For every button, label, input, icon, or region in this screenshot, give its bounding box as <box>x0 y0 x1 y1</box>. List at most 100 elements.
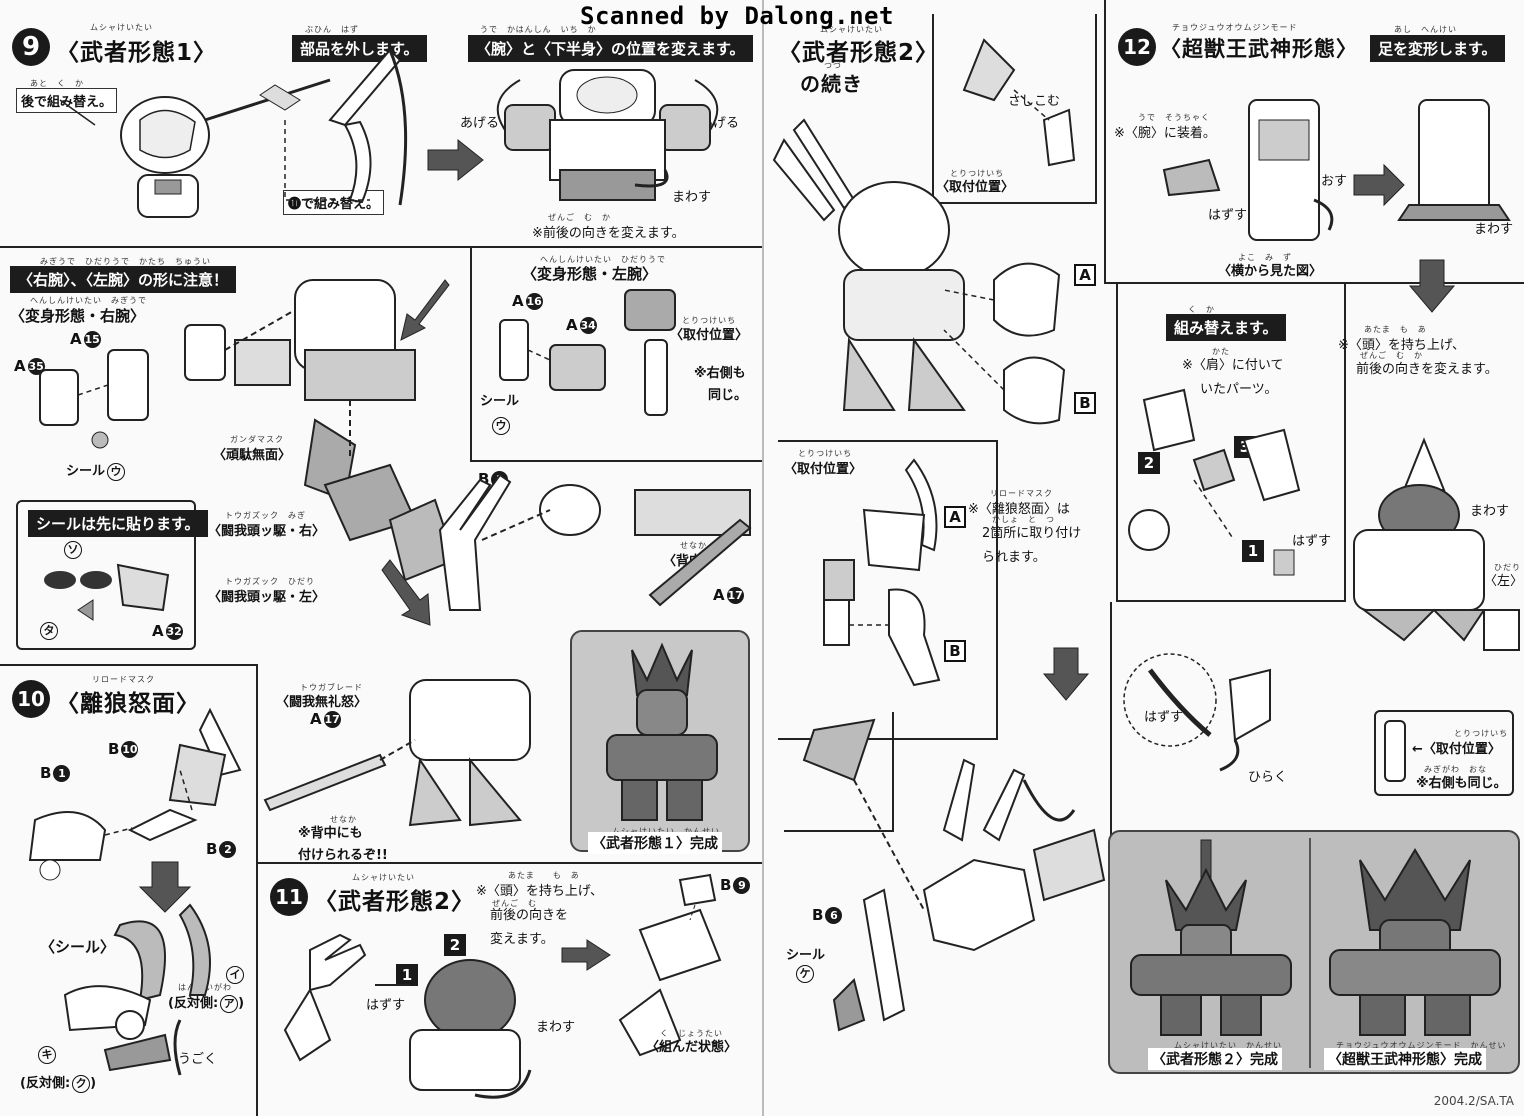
reload-note-1: ※〈離狼怒面〉は <box>968 502 1070 517</box>
back-note-ruby: せなか <box>330 815 357 824</box>
front-back-ruby: ぜんご む か <box>548 213 611 222</box>
remove-parts-tag: 部品を外します。 <box>292 35 427 62</box>
back-note-2: 付けられるぞ!! <box>298 848 388 863</box>
seal-first-panel <box>16 500 196 650</box>
right-same-12-ruby: みぎがわ おな <box>1424 765 1487 774</box>
mount1-ruby: とりつけいち <box>950 169 1005 178</box>
complete-mode2-label: 〈武者形態２〉完成 <box>1148 1048 1282 1070</box>
step-11-panel <box>258 862 762 1116</box>
head-note-line-2: 前後の向きを <box>490 908 569 923</box>
torso-rotation-illustration <box>496 69 719 201</box>
body-assembly-illustration <box>184 279 457 582</box>
horn-detail-panel <box>784 712 894 832</box>
arm-attach-note: ※〈腕〉に装着。 <box>1114 126 1216 141</box>
step-10-number: 10 <box>12 680 50 718</box>
left-page: 9 ムシャけいたい 〈武者形態1〉 ぶひん はず 部品を外します。 あと く か… <box>0 0 762 1116</box>
seal-i-label: イ <box>224 966 244 984</box>
transform-right-ruby: へんしんけいたい みぎうで <box>30 296 147 305</box>
reference-b-box-2: B <box>944 640 966 662</box>
step-11-number: 11 <box>270 878 308 916</box>
mount-position-12: ←〈取付位置〉 <box>1412 742 1501 757</box>
step-12-title: 〈超獣王武神形態〉 <box>1160 37 1358 61</box>
change-arms-legs-tag: 〈腕〉と〈下半身〉の位置を変えます。 <box>468 35 753 62</box>
recombine-later-note: 後で組み替え。 <box>16 88 118 113</box>
head-note-12-ruby: あたま も あ <box>1364 325 1427 334</box>
reference-a-box-2: A <box>944 506 966 528</box>
mount2-ruby: とりつけいち <box>798 449 853 458</box>
shoulder-recombine-illustration <box>618 873 722 1057</box>
togazuku-right: 〈闘我頭ッ駆・右〉 <box>208 524 326 539</box>
step-11-title: 〈武者形態2〉 <box>314 889 476 915</box>
mount-position-2: 〈取付位置〉 <box>784 462 863 477</box>
togazuku-l-ruby: トウガズック ひだり <box>225 577 315 586</box>
step-12-number: 12 <box>1118 28 1156 66</box>
scan-credit: Scanned by Dalong.net <box>580 2 894 30</box>
complete-beast-mode-label: 〈超獣王武神形態〉完成 <box>1324 1048 1486 1070</box>
done3-ruby: チョウジュウオウムジンモード かんせい <box>1336 1041 1507 1050</box>
transform-left-ruby: へんしんけいたい ひだりうで <box>540 255 666 264</box>
small-arm-icon <box>1384 720 1406 782</box>
cont-subtitle-ruby: つづ <box>824 61 842 70</box>
arms-banner: 〈右腕〉、〈左腕〉の形に注意！ <box>10 266 237 293</box>
transform-left-arm: 〈変身形態・左腕〉 <box>522 265 658 283</box>
step-9-ruby: ムシャけいたい <box>90 23 153 32</box>
reference-b-box: B <box>1074 392 1096 414</box>
right-arrow-icon <box>561 939 611 971</box>
seal-ki-label: キ <box>36 1046 56 1064</box>
back-ruby: せなか <box>680 541 707 550</box>
down-arrow-icon-2 <box>138 861 192 913</box>
head-note-ruby: あたま も あ <box>508 871 580 880</box>
insert-label: さしこむ <box>1008 94 1061 109</box>
reload-note-2: 2箇所に取り付け <box>982 526 1082 541</box>
turn-label-12b: まわす <box>1470 504 1510 519</box>
blade-label: 〈闘我無礼怒〉 <box>276 695 368 710</box>
leg-transform-illustration <box>1162 99 1511 241</box>
remove-label-12b: はずす <box>1292 534 1332 549</box>
step-2-box-12: 2 <box>1138 452 1160 474</box>
reload-mask-parts-illustration <box>28 707 242 881</box>
head-note-line-1: ※〈頭〉を持ち上げ、 <box>476 884 603 899</box>
head-removal-illustration <box>59 48 408 218</box>
step-12-panel <box>1104 0 1524 284</box>
complete-mode1-label: 〈武者形態１〉完成 <box>588 832 722 854</box>
gundam-mask-label: 〈頑駄無面〉 <box>213 448 292 463</box>
mount-position-1: 〈取付位置〉 <box>936 180 1015 195</box>
remove-label-12: はずす <box>1208 208 1248 223</box>
lift-label-left: あげる <box>460 116 500 131</box>
done2-ruby: ムシャけいたい かんせい <box>1174 1041 1282 1050</box>
opposite-a: (反対側:ア) <box>168 995 245 1013</box>
right-same-12: ※右側も同じ。 <box>1416 776 1507 791</box>
reload-note-3: られます。 <box>982 550 1046 565</box>
reload-note-2-ruby: かしょ と つ <box>992 515 1055 524</box>
completed-beast-mode-illustration <box>1329 848 1501 1036</box>
transform-right-arm: 〈変身形態・右腕〉 <box>10 307 146 325</box>
turn-label-12: まわす <box>1474 222 1514 237</box>
seal-u-right: シールウ <box>66 460 126 481</box>
opposite-k: (反対側:ク) <box>20 1075 97 1093</box>
beast-mode-torso-illustration <box>1353 437 1520 651</box>
complete-divider <box>1309 838 1311 1068</box>
mount-position-label: 〈取付位置〉 <box>670 328 749 343</box>
blade-ruby: トウガブレード <box>300 683 363 692</box>
left-arm-panel <box>470 246 762 462</box>
step-2-box: 2 <box>444 934 466 956</box>
step-9-number: 9 <box>12 28 50 66</box>
seal-so-label: ソ <box>62 541 82 559</box>
down-arrow-icon <box>381 559 431 626</box>
done1-ruby: ムシャけいたい かんせい <box>612 826 720 837</box>
recombine-ruby: く か <box>1188 305 1215 314</box>
footer-code: 2004.2/SA.TA <box>1433 1094 1514 1108</box>
remove-label-12c: はずす <box>1144 710 1184 725</box>
remove-label: はずす <box>366 998 406 1013</box>
left-label: 〈左〉 <box>1484 574 1524 589</box>
mode2-body-illustration <box>772 118 966 411</box>
later-ruby: あと く か <box>30 79 84 88</box>
